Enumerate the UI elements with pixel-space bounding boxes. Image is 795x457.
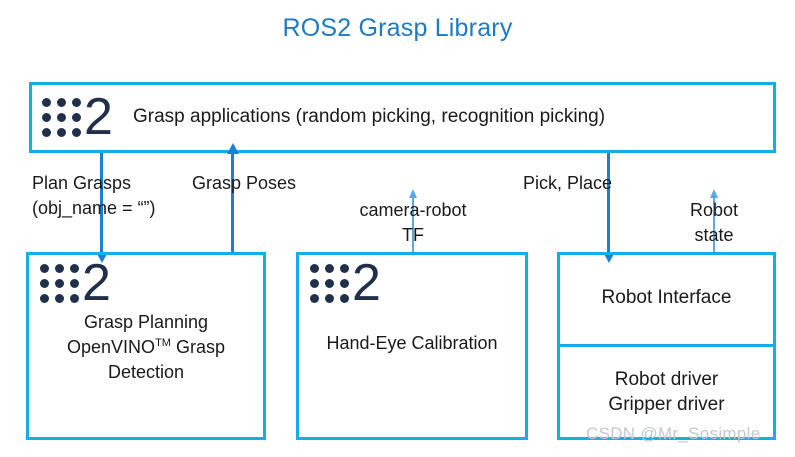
grasp-planning-line3: Detection xyxy=(107,362,185,382)
arrow-shaft xyxy=(100,153,103,253)
ros2-numeral-icon: 2 xyxy=(84,88,113,146)
box-grasp-applications xyxy=(29,82,776,153)
robot-driver-line: Robot driver xyxy=(614,369,719,390)
arrow-robot-state xyxy=(710,189,718,253)
label-camera-robot-tf-line2: TF xyxy=(402,225,424,245)
arrow-head-down-icon xyxy=(95,252,108,263)
label-robot-state-line1: Robot xyxy=(689,200,739,220)
ros2-logo-top: 2 xyxy=(42,88,113,146)
grasp-planning-line2: OpenVINOTM Grasp xyxy=(26,335,266,360)
ros2-numeral-icon: 2 xyxy=(82,254,111,312)
ros2-logo-middle: 2 xyxy=(310,254,381,312)
arrow-shaft xyxy=(713,197,715,253)
ros2-logo-left: 2 xyxy=(40,254,111,312)
arrow-plan-grasps xyxy=(95,153,108,263)
arrow-grasp-poses xyxy=(226,143,239,253)
grasp-planning-text: Grasp Planning OpenVINOTM Grasp Detectio… xyxy=(26,310,266,385)
arrow-camera-robot-tf xyxy=(409,189,417,253)
openvino-text: OpenVINO xyxy=(67,337,156,357)
label-robot-state-line2: state xyxy=(694,225,734,245)
label-camera-robot-tf: camera-robot TF xyxy=(339,198,487,248)
label-plan-grasps-line1: Plan Grasps xyxy=(32,173,132,193)
grasp-word: Grasp xyxy=(170,337,225,357)
arrow-shaft xyxy=(412,197,414,253)
grasp-planning-line1: Grasp Planning xyxy=(83,312,209,332)
ros2-dot-grid-icon xyxy=(40,263,79,303)
label-plan-grasps-line2: (obj_name = “”) xyxy=(32,198,156,218)
robot-drivers-text: Robot driver Gripper driver xyxy=(557,367,776,417)
robot-interface-label: Robot Interface xyxy=(601,287,732,308)
arrow-pick-place xyxy=(602,153,615,263)
label-grasp-poses: Grasp Poses xyxy=(192,173,297,193)
label-plan-grasps: Plan Grasps (obj_name = “”) xyxy=(32,171,156,221)
label-robot-state: Robot state xyxy=(680,198,748,248)
ros2-dot-grid-icon xyxy=(310,263,349,303)
watermark: CSDN @Mr_Sosimple xyxy=(586,424,761,443)
gripper-driver-line: Gripper driver xyxy=(608,394,725,415)
label-camera-robot-tf-line1: camera-robot xyxy=(359,200,467,220)
trademark-mark: TM xyxy=(155,337,171,349)
label-pick-place: Pick, Place xyxy=(523,173,613,193)
robot-box-divider xyxy=(557,344,776,347)
hand-eye-calibration-label: Hand-Eye Calibration xyxy=(326,333,498,353)
box-hand-eye-calibration xyxy=(296,252,528,440)
grasp-applications-label: Grasp applications (random picking, reco… xyxy=(133,106,606,127)
arrow-shaft xyxy=(231,153,234,253)
ros2-dot-grid-icon xyxy=(42,97,81,137)
box-grasp-planning xyxy=(26,252,266,440)
arrow-head-up-icon xyxy=(409,189,417,198)
ros2-numeral-icon: 2 xyxy=(352,254,381,312)
page-title: ROS2 Grasp Library xyxy=(282,14,513,42)
arrow-head-up-icon xyxy=(226,143,239,154)
arrow-head-up-icon xyxy=(710,189,718,198)
arrow-shaft xyxy=(607,153,610,253)
arrow-head-down-icon xyxy=(602,252,615,263)
